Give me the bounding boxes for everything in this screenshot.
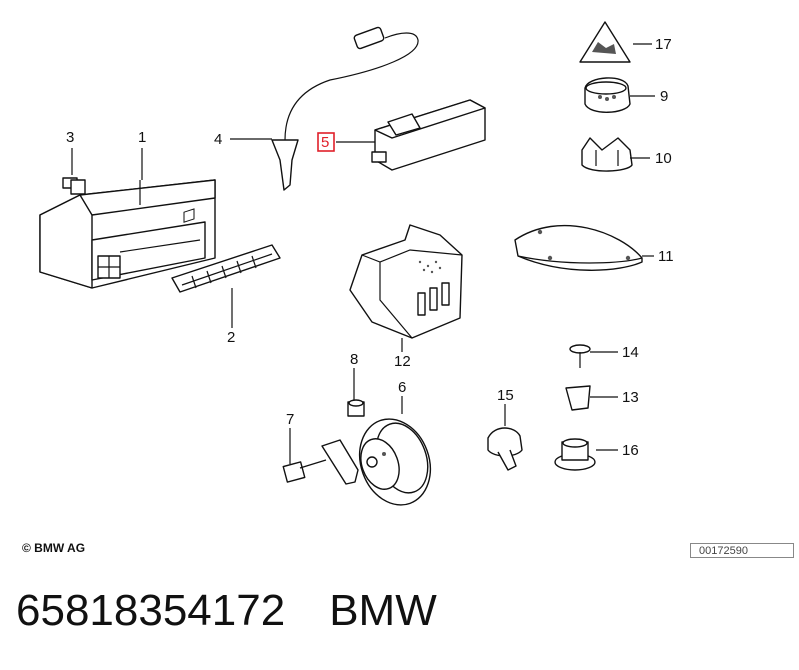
callout-2: 2 [227,329,235,346]
callout-16: 16 [622,442,639,459]
control-panel-unit [39,179,216,289]
small-nut [347,399,365,417]
half-disc-cover [514,224,643,271]
leader-lines [71,43,655,464]
hex-nut [554,438,596,471]
sensor-with-cable [271,26,419,191]
parts-diagram: 3 1 2 4 5 17 9 10 11 12 14 13 16 15 8 6 … [39,21,674,506]
callout-5: 5 [321,134,329,151]
callout-6: 6 [398,379,406,396]
screw [569,344,591,368]
highlight-box [317,132,335,152]
callout-10: 10 [655,150,672,167]
clip-nut [565,385,591,411]
callout-9: 9 [660,88,668,105]
horn [321,418,432,506]
bolt [282,459,327,483]
callout-15: 15 [497,387,514,404]
callout-14: 14 [622,344,639,361]
callout-4: 4 [214,131,222,148]
reference-number: 00172590 [690,543,794,558]
callout-numbers: 3 1 2 4 5 17 9 10 11 12 14 13 16 15 8 6 … [66,36,674,459]
small-clip [62,177,86,195]
button-strip [171,208,281,293]
clamp [487,427,523,471]
callout-8: 8 [350,351,358,368]
callout-12: 12 [394,353,411,370]
copyright-notice: © BMW AG [22,541,86,555]
callout-17: 17 [655,36,672,53]
bracket [581,137,633,172]
callout-3: 3 [66,129,74,146]
callout-11: 11 [658,248,674,265]
mounting-bracket [349,224,463,339]
caption: 65818354172 BMW [16,586,437,636]
connector-cap [584,77,631,113]
callout-1: 1 [138,129,146,146]
brand-name: BMW [329,586,437,635]
part-number: 65818354172 [16,586,286,635]
warning-triangle-label [579,21,631,63]
module-box [371,99,486,171]
callout-13: 13 [622,389,639,406]
callout-7: 7 [286,411,294,428]
